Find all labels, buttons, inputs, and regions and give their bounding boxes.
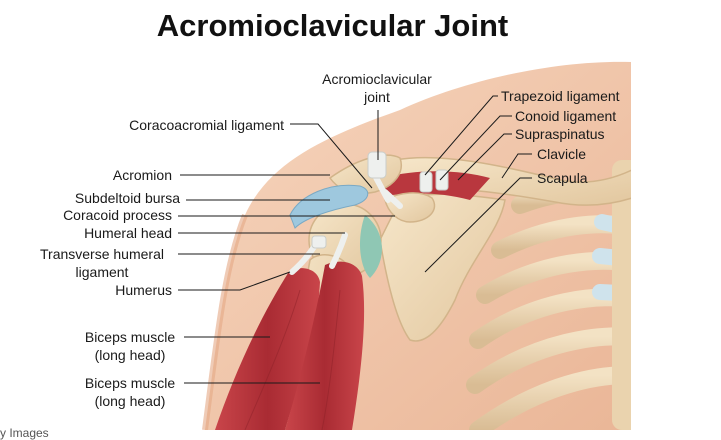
- label-transverse-humeral-ligament: Transverse humeral ligament: [24, 245, 180, 281]
- label-biceps-muscle-2: Biceps muscle (long head): [72, 374, 188, 410]
- label-subdeltoid-bursa: Subdeltoid bursa: [20, 189, 180, 207]
- label-acromioclavicular-joint: Acromioclavicular joint: [312, 70, 442, 106]
- label-clavicle: Clavicle: [537, 145, 586, 163]
- ac-joint-capsule: [368, 152, 386, 178]
- label-trapezoid-ligament: Trapezoid ligament: [501, 87, 620, 105]
- label-conoid-ligament: Conoid ligament: [515, 107, 616, 125]
- label-acromion: Acromion: [60, 166, 172, 184]
- label-supraspinatus: Supraspinatus: [515, 125, 605, 143]
- label-biceps-muscle-1: Biceps muscle (long head): [72, 328, 188, 364]
- label-coracoid-process: Coracoid process: [20, 206, 172, 224]
- label-scapula: Scapula: [537, 169, 588, 187]
- label-coracoacromial-ligament: Coracoacromial ligament: [60, 116, 284, 134]
- label-humeral-head: Humeral head: [20, 224, 172, 242]
- label-humerus: Humerus: [20, 281, 172, 299]
